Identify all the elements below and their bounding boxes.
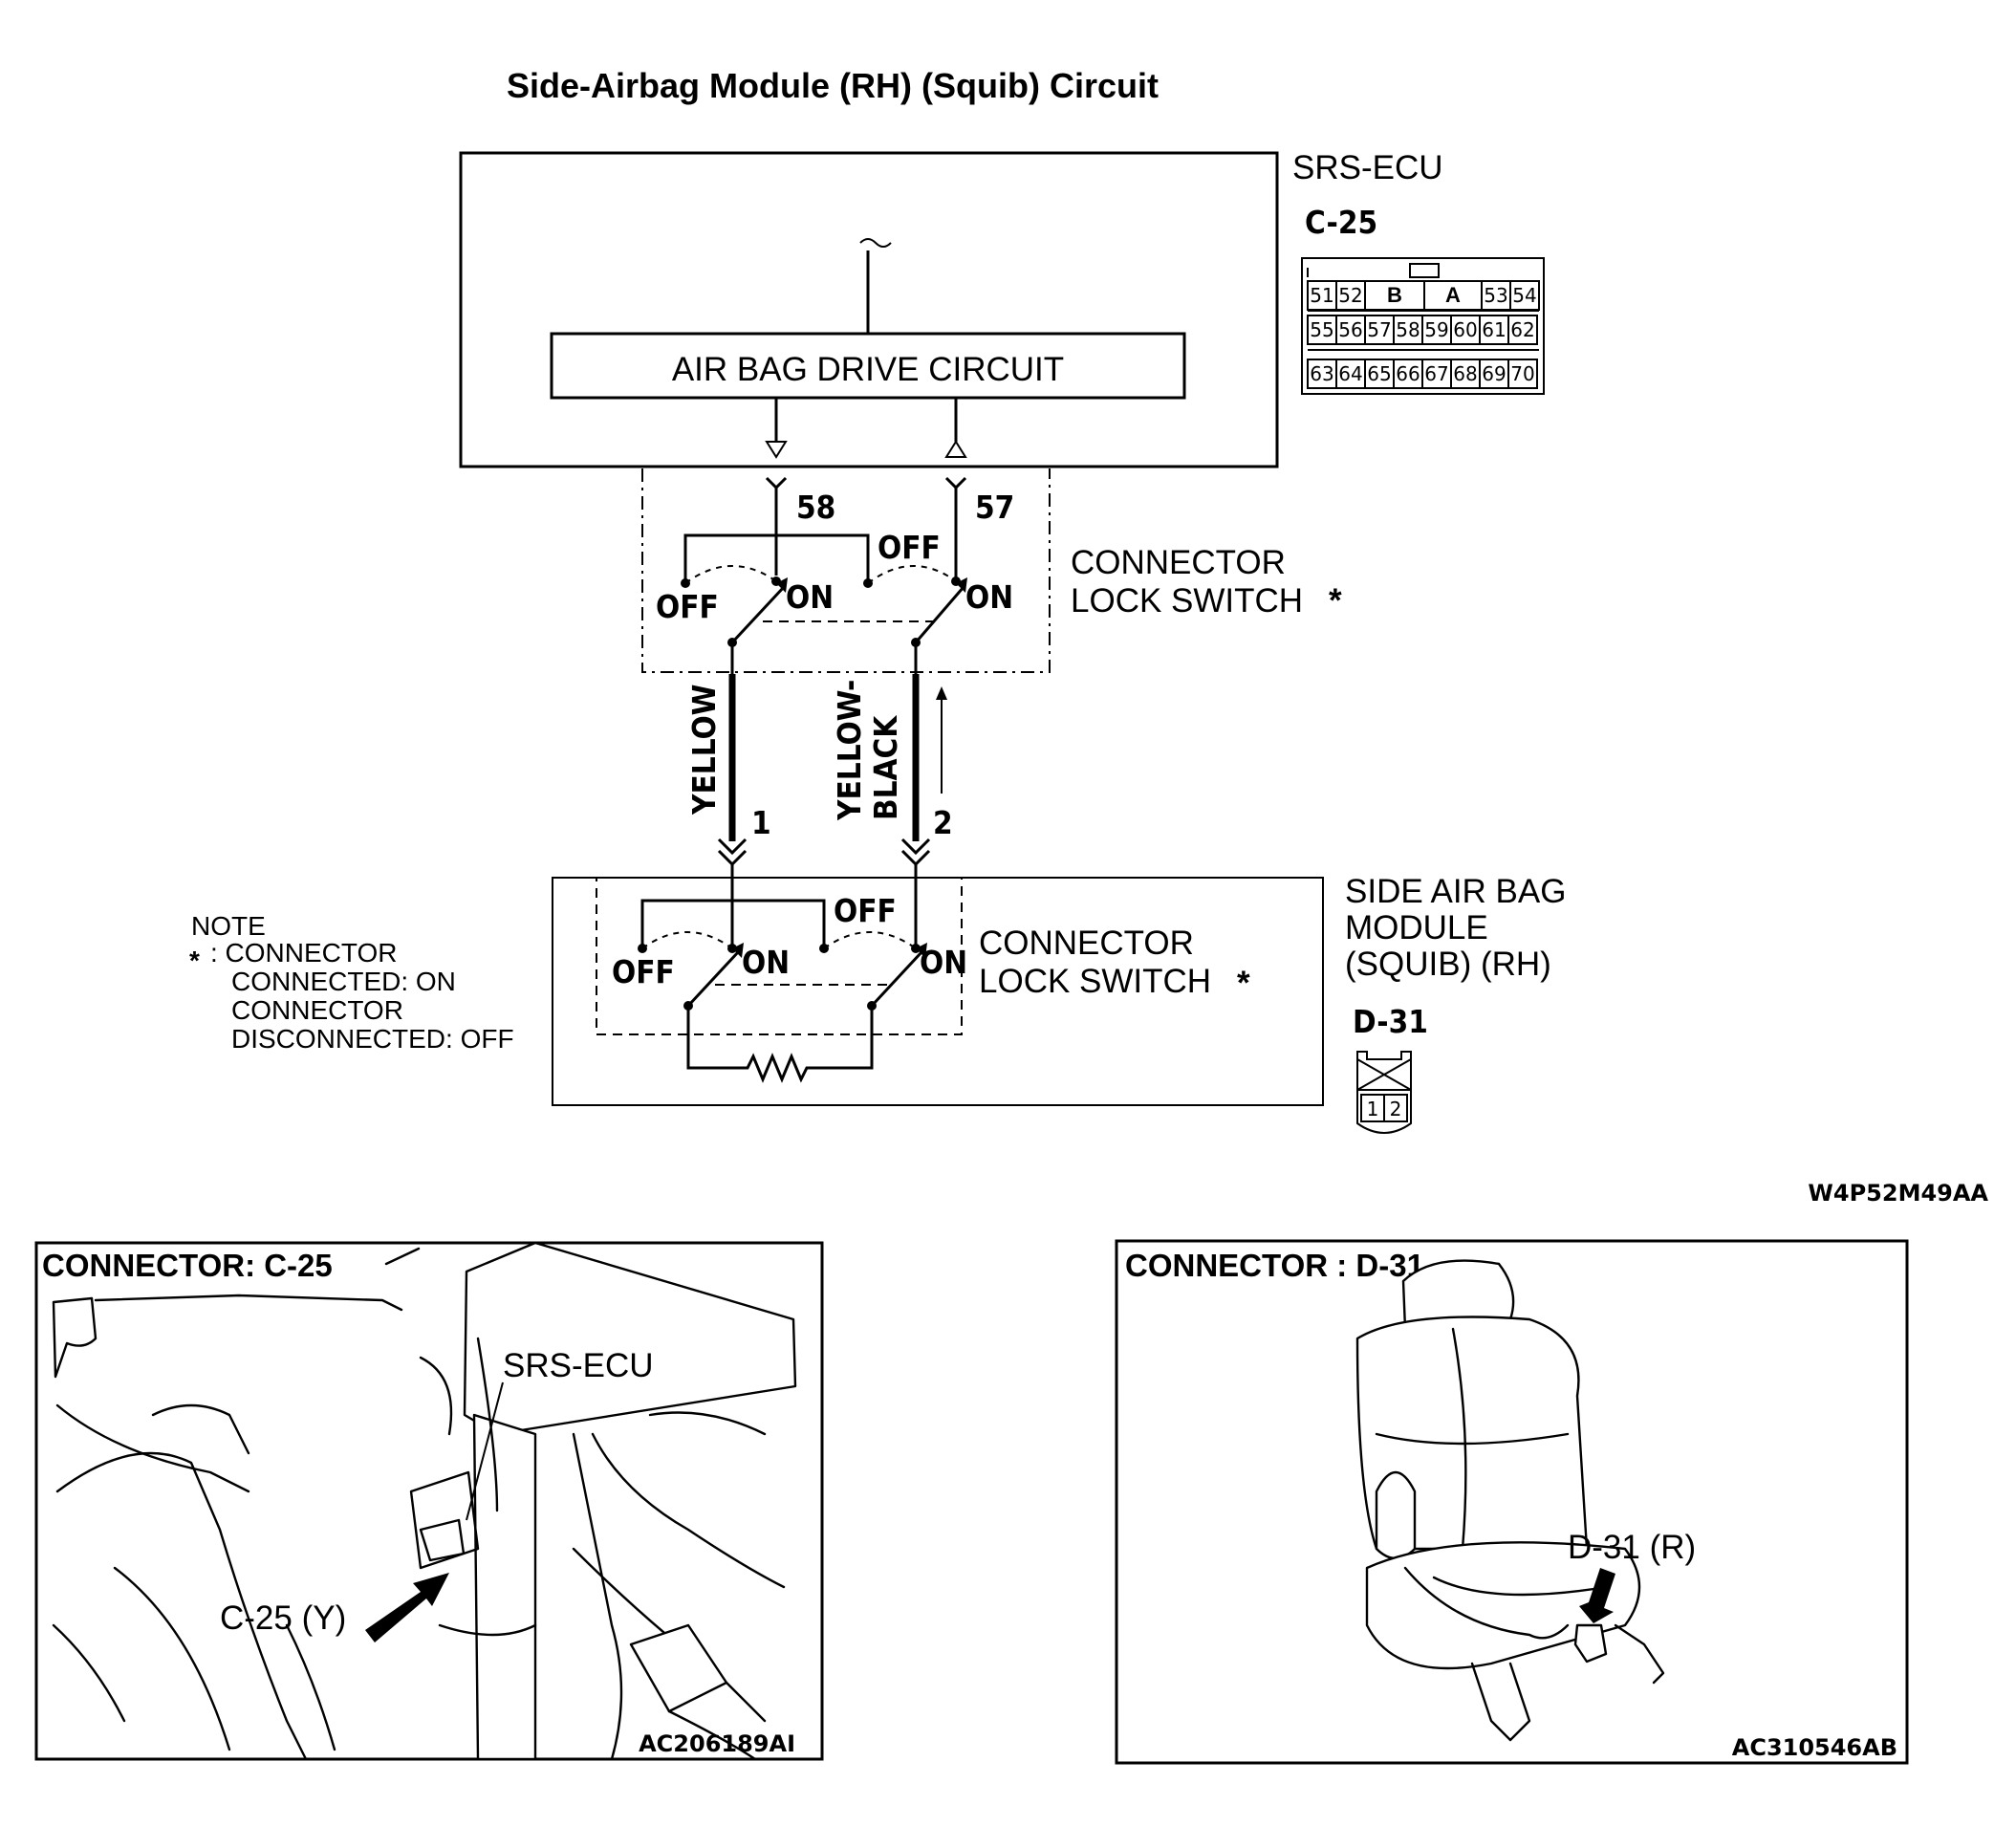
module-name-line1: SIDE AIR BAG xyxy=(1345,873,1566,910)
srs-ecu-label: SRS-ECU xyxy=(1292,149,1443,186)
air-bag-drive-circuit-box xyxy=(550,332,1186,400)
ecu-lock-switch-label-line1: CONNECTOR xyxy=(1071,544,1286,581)
module-switch-on-right: ON xyxy=(920,944,967,981)
c25-pin-cell xyxy=(1507,359,1538,389)
c25-pin-59: 59 xyxy=(1424,318,1448,341)
module-name-line2: MODULE xyxy=(1345,909,1488,946)
side-airbag-module xyxy=(1375,1471,1417,1560)
wire1-pin: 1 xyxy=(751,804,771,841)
panel-c25-code: AC206189AI xyxy=(639,1730,795,1757)
ecu-switch-off-right: OFF xyxy=(878,529,941,566)
note-line1: : CONNECTOR xyxy=(210,938,398,968)
wire2-color-line1: YELLOW- xyxy=(831,680,868,821)
ecu-switch-off-left: OFF xyxy=(656,588,719,625)
wire2-color-line2: BLACK xyxy=(867,715,904,820)
diagram-code: W4P52M49AA xyxy=(1808,1180,1988,1207)
module-lock-switch-label-line1: CONNECTOR xyxy=(979,924,1194,962)
c25-pin-57: 57 xyxy=(1367,318,1391,341)
module-switch-off-left: OFF xyxy=(612,953,675,990)
c25-pin-69: 69 xyxy=(1482,362,1506,385)
output-arrow-down xyxy=(765,441,788,459)
ecu-pin-57: 57 xyxy=(975,489,1014,526)
panel-d31-connector-label: D-31 (R) xyxy=(1568,1529,1696,1566)
c25-pin-cell xyxy=(1507,315,1538,345)
module-lock-switch-asterisk: * xyxy=(1237,965,1250,1002)
c25-pin-51: 51 xyxy=(1310,284,1333,307)
c25-pin-63: 63 xyxy=(1310,362,1333,385)
panel-c25-connector-label: C-25 (Y) xyxy=(220,1599,346,1637)
ecu-pin-58: 58 xyxy=(796,489,835,526)
panel-d31: CONNECTOR : D-31 D-31 (R) AC310546AB xyxy=(1115,1239,1909,1765)
harness: YELLOW 1 YELLOW- BLACK 2 xyxy=(685,642,953,867)
seat-cushion xyxy=(1365,1541,1641,1670)
ecu-switch-on-right: ON xyxy=(965,578,1013,616)
dashboard-illustration xyxy=(52,1241,797,1761)
c25-pin-66: 66 xyxy=(1396,362,1420,385)
srs-ecu-unit xyxy=(463,1241,797,1436)
module-connector-id: D-31 xyxy=(1353,1003,1428,1040)
panel-c25: CONNECTOR: C-25 SRS-ECU xyxy=(34,1241,824,1761)
c25-pin-65: 65 xyxy=(1367,362,1391,385)
c25-pin-53: 53 xyxy=(1484,284,1507,307)
panel-c25-ecu-label: SRS-ECU xyxy=(503,1347,654,1384)
c25-pin-61: 61 xyxy=(1482,318,1506,341)
note-line4: DISCONNECTED: OFF xyxy=(231,1024,514,1054)
c25-pin-54: 54 xyxy=(1512,284,1536,307)
panel-d31-header: CONNECTOR : D-31 xyxy=(1125,1248,1424,1283)
srs-ecu-box xyxy=(459,151,1279,468)
module-lock-switch-boundary xyxy=(596,877,963,1035)
power-tilde xyxy=(859,238,892,248)
c25-pin-B: B xyxy=(1387,283,1402,307)
c25-pin-52: 52 xyxy=(1338,284,1362,307)
c25-pointer-arrow xyxy=(365,1573,449,1642)
ecu-lock-switch-boundary xyxy=(641,468,1051,673)
connector-d31-face: 1 2 xyxy=(1356,1051,1412,1134)
diagram-title: Side-Airbag Module (RH) (Squib) Circuit xyxy=(507,66,1159,105)
wire2-pin: 2 xyxy=(933,804,953,841)
c25-pin-58: 58 xyxy=(1396,318,1420,341)
c25-pin-A: A xyxy=(1445,283,1461,307)
c25-pin-62: 62 xyxy=(1510,318,1534,341)
ecu-connector-id: C-25 xyxy=(1305,204,1377,241)
srs-ecu-block: AIR BAG DRIVE CIRCUIT xyxy=(459,151,1279,468)
d31-pointer-arrow xyxy=(1579,1568,1615,1623)
c25-pin-68: 68 xyxy=(1453,362,1477,385)
note-block: NOTE * : CONNECTOR CONNECTED: ON CONNECT… xyxy=(189,911,514,1054)
note-asterisk: * xyxy=(189,946,200,975)
ecu-switch-on-left: ON xyxy=(786,578,834,616)
d31-pin-2: 2 xyxy=(1390,1098,1402,1120)
side-airbag-module-block: OFF ON OFF ON xyxy=(552,864,1324,1106)
ecu-lock-switch: 58 57 OFF ON OFF ON xyxy=(641,468,1051,673)
panel-c25-frame xyxy=(34,1241,824,1761)
module-switch-off-right: OFF xyxy=(834,892,897,929)
c25-pin-67: 67 xyxy=(1424,362,1448,385)
note-line3: CONNECTOR xyxy=(231,995,403,1025)
panel-d31-frame xyxy=(1115,1239,1909,1765)
output-arrow-up xyxy=(944,440,967,458)
note-line2: CONNECTED: ON xyxy=(231,967,456,996)
d31-connector-shape xyxy=(1573,1623,1608,1664)
wire1-color: YELLOW xyxy=(685,685,723,816)
ecu-lock-switch-label-line2: LOCK SWITCH xyxy=(1071,582,1303,620)
headrest xyxy=(1401,1259,1515,1331)
ecu-lock-switch-asterisk: * xyxy=(1329,582,1342,620)
module-lock-switch-label-line2: LOCK SWITCH xyxy=(979,963,1211,1000)
c25-pin-60: 60 xyxy=(1453,318,1477,341)
panel-c25-header: CONNECTOR: C-25 xyxy=(42,1248,333,1283)
d31-pin-1: 1 xyxy=(1367,1098,1379,1120)
seat-illustration xyxy=(1355,1259,1665,1742)
c25-pin-56: 56 xyxy=(1338,318,1362,341)
c25-pin-55: 55 xyxy=(1310,318,1333,341)
module-name-line3: (SQUIB) (RH) xyxy=(1345,946,1551,983)
panel-d31-code: AC310546AB xyxy=(1732,1734,1897,1761)
note-heading: NOTE xyxy=(191,911,266,941)
air-bag-drive-circuit-label: AIR BAG DRIVE CIRCUIT xyxy=(672,351,1064,388)
c25-pin-70: 70 xyxy=(1510,362,1534,385)
squib-resistor xyxy=(686,1006,874,1083)
c25-pin-64: 64 xyxy=(1338,362,1362,385)
module-switch-on-left: ON xyxy=(742,944,790,981)
